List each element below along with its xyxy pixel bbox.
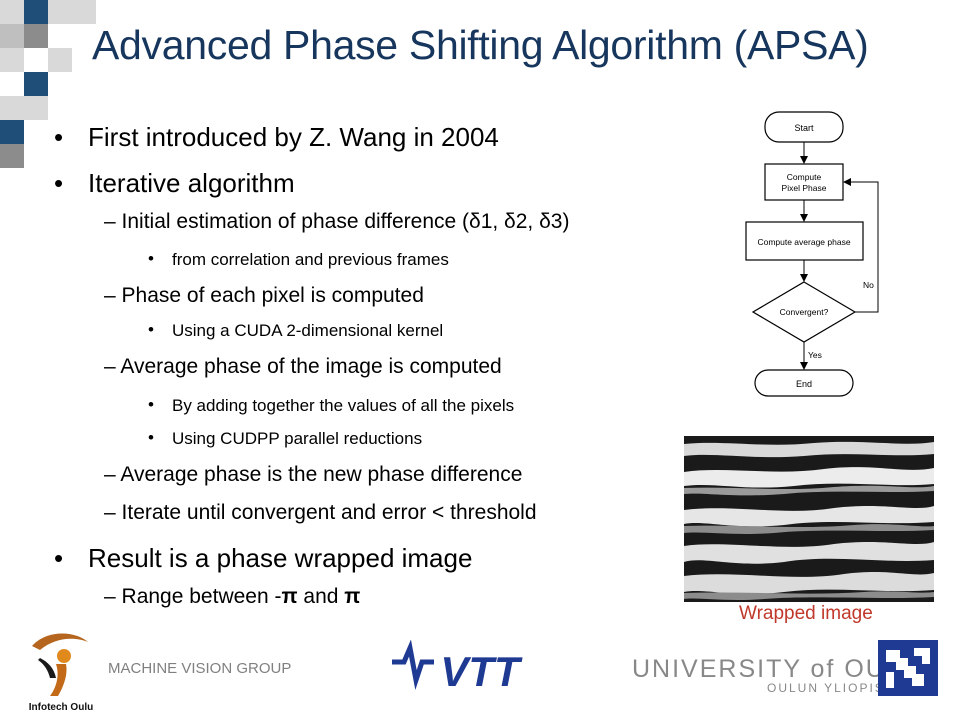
flowchart-yes-label: Yes	[808, 350, 822, 360]
flowchart-average-label: Compute average phase	[757, 237, 850, 247]
flowchart-average-node	[745, 221, 864, 261]
flowchart-diagram: Start Compute Pixel Phase Compute averag…	[745, 111, 879, 397]
image-caption: Wrapped image	[739, 603, 873, 624]
sub-sub-bullet-item: • By adding together the values of all t…	[148, 395, 515, 415]
flowchart-start-label: Start	[794, 123, 814, 133]
bullet-text: Iterative algorithm	[88, 168, 295, 198]
sub-bullet-item: – Range between -π and π	[104, 585, 361, 608]
infotech-logo-text: Infotech Oulu	[29, 702, 93, 713]
university-name-finnish: OULUN YLIOPISTO	[767, 681, 906, 695]
university-name: UNIVERSITY of OULU	[632, 655, 922, 683]
sub-bullet-text: Average phase of the image is computed	[120, 355, 502, 378]
flowchart-compute-node	[764, 163, 844, 201]
sub-bullet-text: Range between -π and π	[121, 585, 361, 608]
bullet-item: • First introduced by Z. Wang in 2004	[54, 122, 499, 152]
sub-bullet-item: – Average phase is the new phase differe…	[104, 463, 523, 486]
slide-title: Advanced Phase Shifting Algorithm (APSA)	[92, 22, 869, 68]
bullet-text: First introduced by Z. Wang in 2004	[88, 122, 499, 152]
bullet-text: Result is a phase wrapped image	[88, 543, 473, 573]
sub-bullet-item: – Average phase of the image is computed	[104, 355, 502, 378]
flowchart-no-loop	[843, 178, 879, 313]
sub-sub-bullet-text: from correlation and previous frames	[172, 250, 449, 269]
bullet-item: • Result is a phase wrapped image	[54, 543, 473, 573]
flowchart-no-label: No	[863, 280, 874, 290]
flowchart-compute-label-2: Pixel Phase	[782, 183, 827, 193]
vtt-logo-text: VTT	[440, 648, 523, 695]
flowchart-compute-label-1: Compute	[787, 172, 822, 182]
sub-bullet-text: Initial estimation of phase difference (…	[121, 210, 570, 233]
flowchart-end-node	[754, 369, 854, 397]
university-logo: UNIVERSITY of OULU OULUN YLIOPISTO	[632, 655, 922, 695]
flowchart-end-label: End	[796, 379, 812, 389]
sub-bullet-text: Iterate until convergent and error < thr…	[121, 501, 537, 524]
bullet-item: • Iterative algorithm	[54, 168, 295, 198]
sub-sub-bullet-text: Using CUDPP parallel reductions	[172, 429, 423, 448]
infotech-oulu-logo: Infotech Oulu	[29, 633, 93, 713]
sub-sub-bullet-item: • Using a CUDA 2-dimensional kernel	[148, 320, 444, 340]
sub-bullet-text: Average phase is the new phase differenc…	[120, 463, 523, 486]
university-emblem-icon	[878, 640, 938, 696]
vtt-logo: VTT	[392, 640, 523, 695]
sub-sub-bullet-item: • Using CUDPP parallel reductions	[148, 428, 423, 448]
wrapped-phase-image	[684, 436, 934, 602]
footer-group-name: MACHINE VISION GROUP	[108, 660, 292, 677]
sub-sub-bullet-item: • from correlation and previous frames	[148, 249, 449, 269]
sub-bullet-item: – Phase of each pixel is computed	[104, 284, 424, 307]
flowchart-decision-label: Convergent?	[780, 307, 829, 317]
sub-bullet-item: – Iterate until convergent and error < t…	[104, 501, 537, 524]
sub-bullet-text: Phase of each pixel is computed	[121, 284, 424, 307]
sub-bullet-item: – Initial estimation of phase difference…	[104, 210, 570, 233]
sub-sub-bullet-text: Using a CUDA 2-dimensional kernel	[172, 321, 444, 340]
sub-sub-bullet-text: By adding together the values of all the…	[172, 396, 515, 415]
